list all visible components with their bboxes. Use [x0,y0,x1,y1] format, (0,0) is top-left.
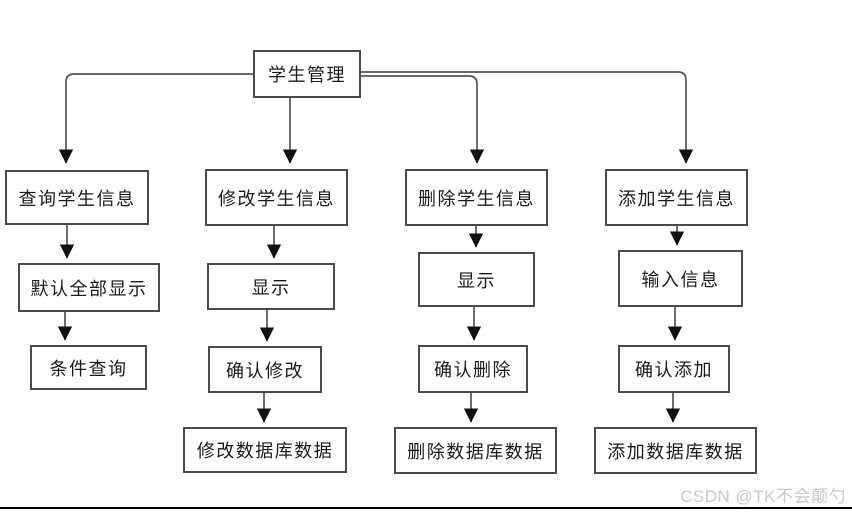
node-default-show-all: 默认全部显示 [18,263,160,312]
node-modify-database-data: 修改数据库数据 [183,427,347,473]
node-add-student-info: 添加学生信息 [605,169,748,226]
edge-root-to-query [58,73,253,164]
node-input-info: 输入信息 [618,250,743,307]
node-modify-display: 显示 [207,263,335,310]
edge-root-to-delete [361,75,485,164]
node-conditional-query: 条件查询 [30,345,147,390]
bottom-divider [0,507,852,509]
node-confirm-modify: 确认修改 [208,346,322,393]
node-delete-display: 显示 [418,252,535,307]
node-confirm-add: 确认添加 [618,345,730,393]
node-confirm-delete: 确认删除 [418,345,528,393]
node-query-student-info: 查询学生信息 [5,170,149,225]
csdn-watermark: CSDN @TK不会颠勺 [680,487,846,506]
node-delete-student-info: 删除学生信息 [405,169,548,226]
node-delete-database-data: 删除数据库数据 [394,427,557,474]
node-student-management: 学生管理 [253,50,361,98]
edge-root-to-add [361,71,694,164]
node-add-database-data: 添加数据库数据 [594,427,757,474]
node-modify-student-info: 修改学生信息 [205,169,348,226]
